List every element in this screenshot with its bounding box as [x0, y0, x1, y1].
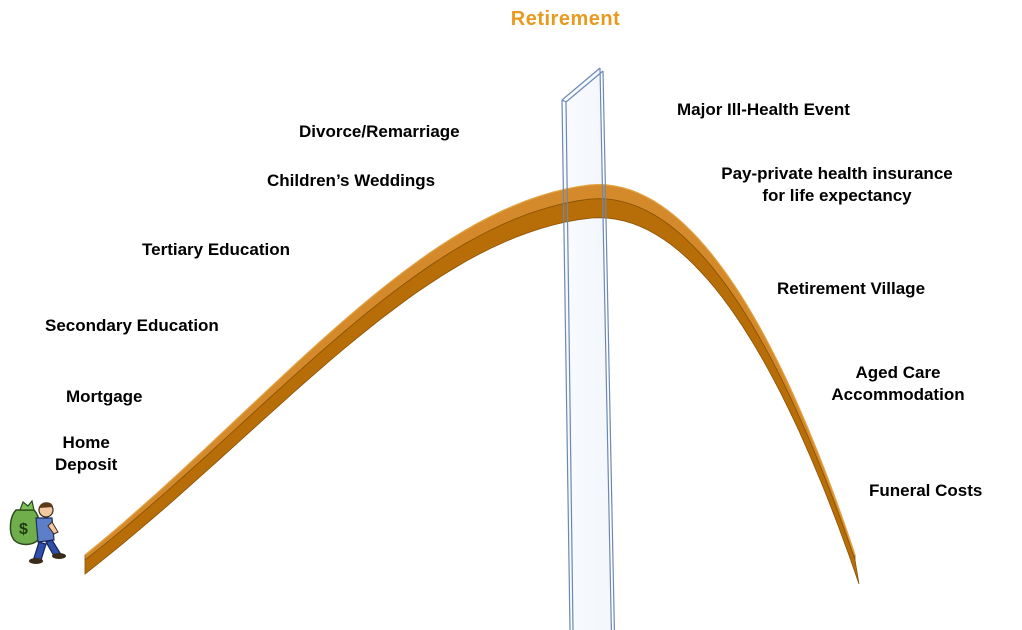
event-secondary-education: Secondary Education	[45, 316, 219, 335]
event-home-deposit: Home Deposit	[55, 433, 118, 474]
event-mortgage: Mortgage	[66, 387, 143, 406]
event-funeral-costs: Funeral Costs	[869, 481, 983, 500]
event-aged-care-accommodation: Aged Care Accommodation	[831, 363, 965, 404]
panel-edge-line	[602, 70, 615, 630]
panel-edge-line	[565, 101, 574, 630]
event-divorce-remarriage: Divorce/Remarriage	[299, 122, 460, 141]
event-private-health-insurance: Pay-private health insurance for life ex…	[721, 164, 953, 205]
life-arc	[84, 183, 860, 585]
event-retirement-village: Retirement Village	[777, 279, 926, 298]
panel-edge-line	[565, 70, 604, 103]
panel-edge-line	[561, 99, 567, 103]
panel-edge-line	[599, 67, 612, 630]
retirement-panel	[561, 67, 615, 630]
panel-edge-line	[561, 67, 601, 101]
event-tertiary-education: Tertiary Education	[142, 240, 290, 259]
event-childrens-weddings: Children’s Weddings	[267, 171, 436, 190]
svg-text:$: $	[19, 521, 28, 538]
retirement-title: Retirement	[510, 8, 621, 30]
person-carrying-money-bag-icon: $	[9, 499, 66, 564]
panel-edge-line	[561, 99, 571, 630]
event-major-ill-health: Major Ill-Health Event	[677, 100, 850, 119]
